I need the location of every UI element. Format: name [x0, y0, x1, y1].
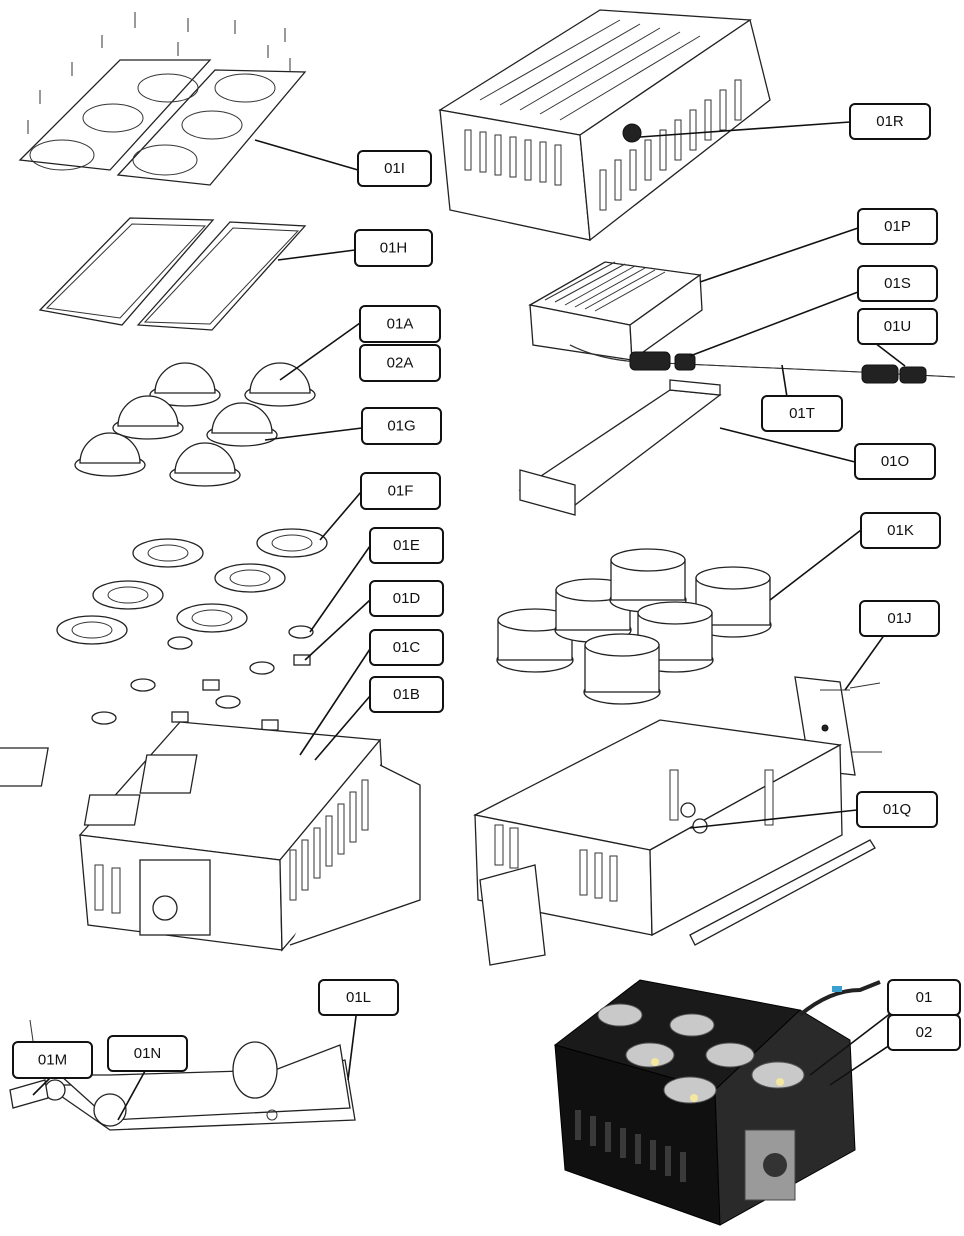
- svg-text:01A: 01A: [387, 316, 414, 333]
- callout-01M: 01M: [12, 1041, 93, 1079]
- svg-text:01F: 01F: [388, 483, 414, 500]
- callout-01U: 01U: [857, 308, 938, 345]
- callout-01A: 01A: [359, 305, 441, 343]
- svg-text:01: 01: [916, 989, 933, 1006]
- part-01F-01E-01D-rings: [56, 528, 328, 731]
- callout-02A: 02A: [359, 344, 441, 382]
- svg-text:01U: 01U: [884, 318, 912, 335]
- svg-text:01T: 01T: [789, 405, 815, 422]
- callout-01F: 01F: [360, 472, 441, 510]
- part-01A-01G-lenses: [74, 362, 316, 487]
- callout-01N: 01N: [107, 1035, 188, 1072]
- svg-text:02: 02: [916, 1024, 933, 1041]
- part-01I-cover-plates: [18, 12, 307, 186]
- callout-01K: 01K: [860, 512, 941, 549]
- svg-text:01J: 01J: [887, 610, 911, 627]
- callout-01E: 01E: [369, 527, 444, 564]
- callout-01D: 01D: [369, 580, 444, 617]
- part-01P-driver: [528, 261, 703, 362]
- callout-01C: 01C: [369, 629, 444, 666]
- callout-02: 02: [887, 1014, 961, 1051]
- callout-01T: 01T: [761, 395, 843, 432]
- callout-01I: 01I: [357, 150, 432, 187]
- svg-text:01B: 01B: [393, 686, 420, 703]
- svg-text:01Q: 01Q: [883, 801, 911, 818]
- callout-01: 01: [887, 979, 961, 1016]
- svg-text:01E: 01E: [393, 537, 420, 554]
- leader-lines: [32, 121, 909, 1121]
- svg-text:01M: 01M: [38, 1052, 67, 1069]
- part-01R-top-cage: [438, 9, 771, 242]
- svg-text:01N: 01N: [134, 1045, 162, 1062]
- part-01H-gaskets: [38, 217, 307, 331]
- svg-text:01K: 01K: [887, 522, 914, 539]
- callout-01L: 01L: [318, 979, 399, 1016]
- svg-text:02A: 02A: [387, 355, 414, 372]
- callout-01S: 01S: [857, 265, 938, 302]
- svg-text:01I: 01I: [384, 160, 405, 177]
- part-01S-01U-01T-cable: [569, 344, 956, 384]
- svg-text:01C: 01C: [393, 639, 421, 656]
- callout-01P: 01P: [857, 208, 938, 245]
- svg-text:01H: 01H: [380, 240, 408, 257]
- callout-01R: 01R: [849, 103, 931, 140]
- callouts: 01I 01R 01H 01P 01S 01U 01A 02A 01G 01T …: [12, 103, 961, 1079]
- part-01-02-assembled-fixture: [553, 979, 881, 1226]
- svg-text:01S: 01S: [884, 275, 911, 292]
- callout-01H: 01H: [354, 229, 433, 267]
- callout-01J: 01J: [859, 600, 940, 637]
- svg-text:01O: 01O: [881, 453, 909, 470]
- svg-text:01D: 01D: [393, 590, 421, 607]
- part-01O-tray: [518, 379, 722, 516]
- callout-01B: 01B: [369, 676, 444, 713]
- callout-01O: 01O: [854, 443, 936, 480]
- svg-text:01P: 01P: [884, 218, 911, 235]
- part-housing-body: [0, 721, 421, 952]
- part-01K-heatsinks: [496, 548, 772, 705]
- svg-text:01R: 01R: [876, 113, 904, 130]
- callout-01G: 01G: [361, 407, 442, 445]
- svg-text:01L: 01L: [346, 989, 371, 1006]
- callout-01Q: 01Q: [856, 791, 938, 828]
- part-01Q-chassis: [473, 719, 876, 966]
- svg-text:01G: 01G: [387, 418, 415, 435]
